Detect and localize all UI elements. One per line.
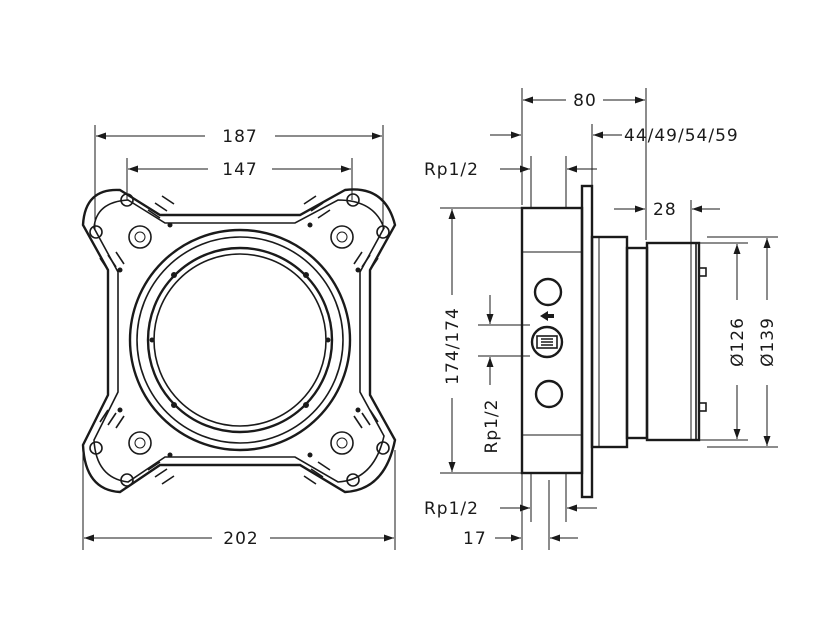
dim-label-d126: Ø126 <box>728 317 748 367</box>
screw-bottom-right <box>303 407 390 487</box>
thread-label-top: Rp1/2 <box>424 156 597 208</box>
port-bottom <box>534 379 564 409</box>
dim-label-174-174: 174/174 <box>443 307 463 385</box>
dimension-80: 80 <box>521 88 647 240</box>
thread-label-rp-top: Rp1/2 <box>424 160 479 180</box>
screw-top-right <box>303 193 390 273</box>
dim-label-147: 147 <box>222 160 257 180</box>
port-top <box>533 277 563 307</box>
thread-label-rp-bottom: Rp1/2 <box>424 499 479 519</box>
port-middle <box>530 325 564 359</box>
dim-label-17: 17 <box>463 529 487 549</box>
dim-label-28: 28 <box>653 200 677 220</box>
thread-label-bottom: Rp1/2 <box>424 473 597 522</box>
dimension-d126: Ø126 <box>700 242 748 441</box>
mounting-flange <box>580 184 594 499</box>
cover-cylinder <box>645 241 701 442</box>
thread-label-middle: Rp1/2 <box>478 295 530 453</box>
dim-label-202: 202 <box>223 529 258 549</box>
thread-label-rp-middle: Rp1/2 <box>482 399 502 454</box>
dimension-147: 147 <box>126 158 353 200</box>
dimension-d139: Ø139 <box>707 236 778 448</box>
dimension-174-174: 174/174 <box>440 207 522 474</box>
dimension-44-49-54-59: 44/49/54/59 <box>490 124 739 186</box>
dimension-17: 17 <box>463 473 578 550</box>
front-view: 187 147 202 <box>81 125 397 550</box>
side-view: 80 44/49/54/59 Rp1/2 28 <box>424 88 778 550</box>
sleeve <box>590 235 629 449</box>
screw-bottom-left <box>89 407 175 487</box>
dimension-187: 187 <box>94 125 384 230</box>
dim-label-44-49-54-59: 44/49/54/59 <box>624 126 739 146</box>
central-opening <box>128 228 352 452</box>
dimension-202: 202 <box>82 450 396 550</box>
dim-label-d139: Ø139 <box>758 317 778 367</box>
dim-label-187: 187 <box>222 127 257 147</box>
screw-top-left <box>89 193 175 273</box>
dimension-28: 28 <box>614 200 720 243</box>
dim-label-80: 80 <box>573 91 597 111</box>
